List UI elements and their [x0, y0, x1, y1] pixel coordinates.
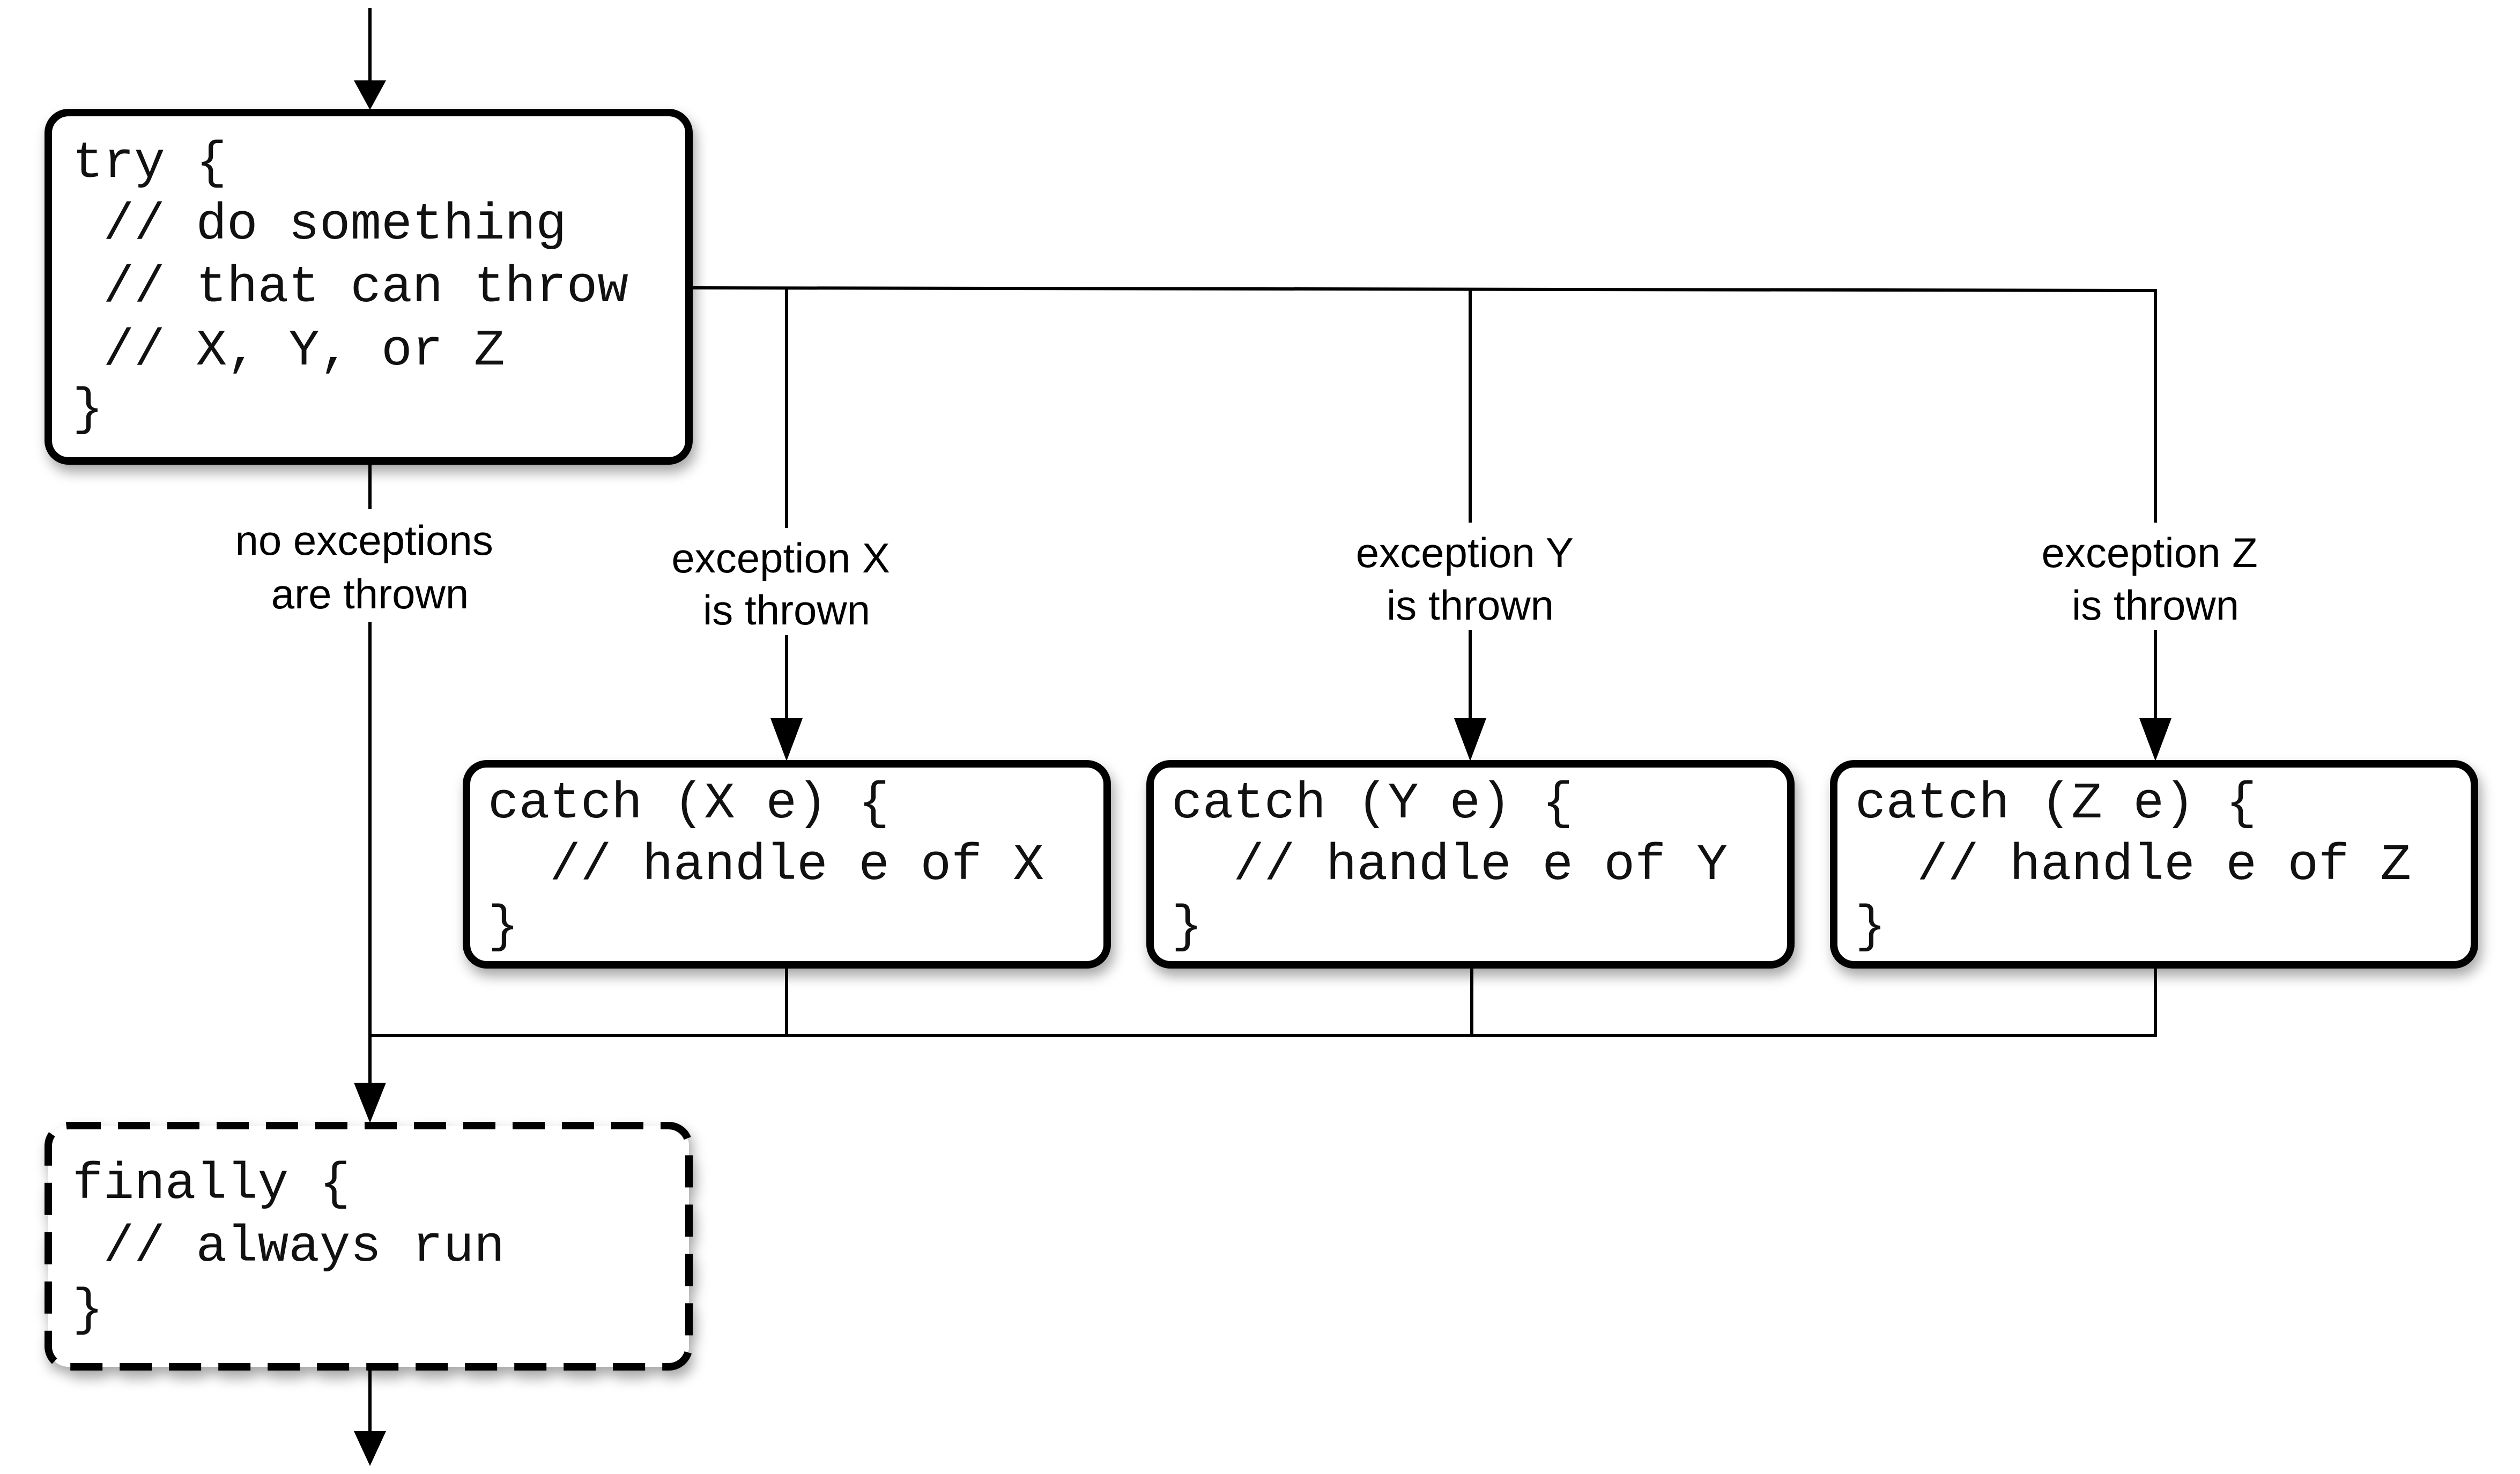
- arrowhead-catch-y: [1454, 718, 1486, 761]
- label-exception-y: exception Y is thrown: [1356, 529, 1584, 629]
- label-no-exceptions: no exceptions are thrown: [235, 517, 505, 617]
- catch-x-code: catch (X e) { // handle e of X }: [0, 0, 1260, 956]
- merge-line: [370, 965, 2157, 1037]
- try-block-code: try { // do something // that can throw …: [0, 0, 844, 439]
- try-block: try { // do something // that can throw …: [0, 0, 844, 465]
- catch-x-block: catch (X e) { // handle e of X }: [0, 0, 1260, 969]
- catch-y-code: catch (Y e) { // handle e of Y }: [1172, 775, 1728, 956]
- finally-block-code: finally { // always run }: [0, 0, 721, 1339]
- arrowhead-catch-x: [770, 718, 803, 761]
- label-exception-x: exception X is thrown: [671, 534, 901, 634]
- catch-y-block: catch (Y e) { // handle e of Y }: [1146, 760, 1795, 969]
- arrowhead-catch-z: [2139, 718, 2171, 761]
- finally-block: finally { // always run }: [0, 0, 721, 1371]
- label-exception-z: exception Z is thrown: [2042, 529, 2270, 629]
- exception-branch-line: [688, 286, 2157, 729]
- exit-arrowhead: [354, 1431, 386, 1466]
- arrowhead-finally: [354, 1083, 386, 1123]
- catch-z-block: catch (Z e) { // handle e of Z }: [1830, 760, 2478, 969]
- catch-z-code: catch (Z e) { // handle e of Z }: [1855, 775, 2411, 956]
- entry-arrowhead: [354, 80, 386, 110]
